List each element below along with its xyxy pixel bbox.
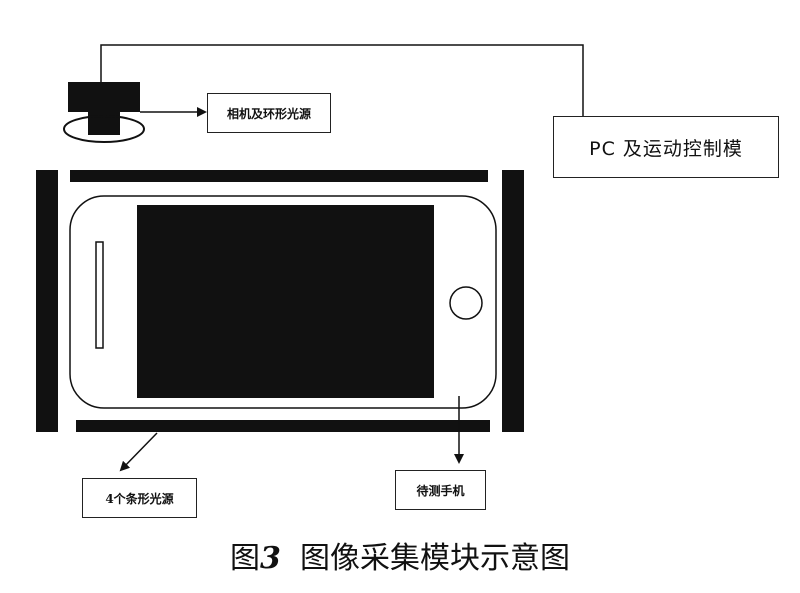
pc-label: PC 及运动控制模: [553, 116, 779, 178]
bar-light-right: [502, 170, 524, 432]
bar-light-left: [36, 170, 58, 432]
ring-light: [63, 115, 145, 143]
camera-pc-cable: [100, 44, 584, 116]
phone-side-slot: [95, 241, 104, 349]
caption-title: 图像采集模块示意图: [299, 541, 570, 576]
bar-light-bottom: [76, 420, 490, 432]
caption-prefix: 图: [230, 541, 261, 576]
figure-caption: 图3 图像采集模块示意图: [0, 533, 800, 577]
bar-lights-label: 4个条形光源: [82, 478, 197, 518]
bar-lights-label-text: 4个条形光源: [105, 491, 174, 506]
camera-body: [68, 82, 140, 112]
bar-light-top: [70, 170, 488, 182]
phone-home-button: [449, 286, 483, 320]
pc-label-text: PC 及运动控制模: [589, 137, 743, 160]
phone-label-text: 待测手机: [416, 483, 465, 498]
camera-lens: [88, 110, 120, 135]
camera-label-text: 相机及环形光源: [226, 106, 311, 121]
camera-label: 相机及环形光源: [207, 93, 331, 133]
phone-label: 待测手机: [395, 470, 486, 510]
bar-lights-arrow: [119, 432, 158, 472]
phone-screen: [137, 205, 434, 398]
caption-number: 3: [260, 541, 281, 576]
